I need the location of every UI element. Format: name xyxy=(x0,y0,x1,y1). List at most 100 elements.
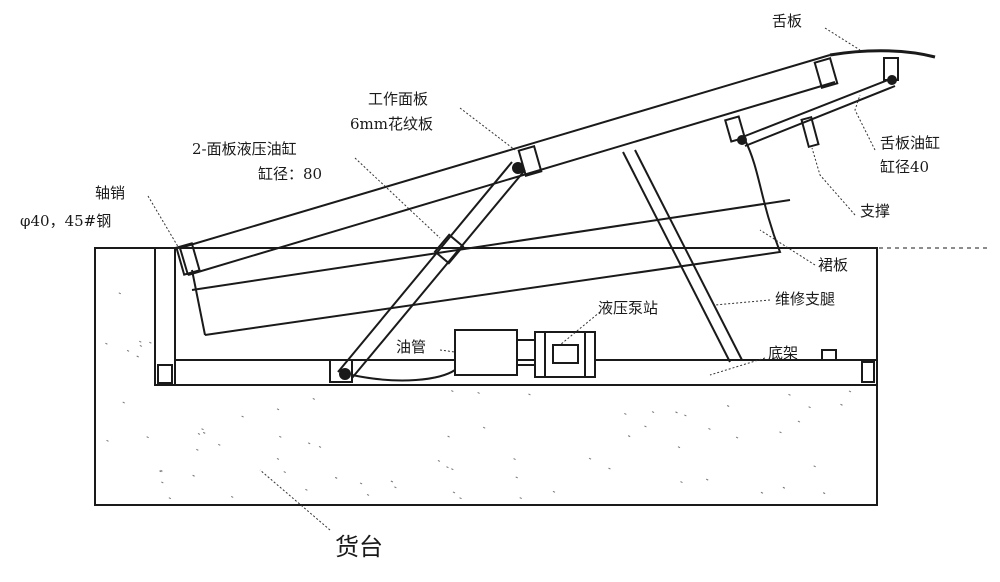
leader-lines xyxy=(147,27,876,531)
speckle xyxy=(627,435,631,438)
speckle xyxy=(202,431,206,434)
label-pivot-pin-spec: φ40，45#钢 xyxy=(20,212,112,230)
speckle xyxy=(312,397,316,400)
speckle xyxy=(735,436,739,439)
speckle xyxy=(705,478,709,481)
speckle xyxy=(519,497,522,499)
speckle xyxy=(161,481,164,484)
speckle xyxy=(513,458,516,460)
label-oil-pipe: 油管 xyxy=(396,338,427,356)
speckle xyxy=(305,488,308,491)
speckle xyxy=(459,497,462,500)
speckle xyxy=(437,459,441,462)
speckle xyxy=(136,355,139,358)
speckle xyxy=(197,433,201,435)
speckle xyxy=(334,476,338,479)
speckle xyxy=(677,446,681,449)
speckle xyxy=(760,491,764,494)
speckle xyxy=(452,491,456,494)
label-tongue-cylinder-bore: 缸径40 xyxy=(880,158,930,176)
speckle xyxy=(149,341,152,344)
label-support: 支撑 xyxy=(860,202,891,220)
speckle xyxy=(160,469,163,472)
speckle xyxy=(451,390,454,393)
speckle xyxy=(813,465,816,468)
support xyxy=(800,115,820,149)
speckle xyxy=(840,403,843,406)
speckle xyxy=(708,427,711,430)
speckle xyxy=(201,428,204,431)
label-maintenance-leg: 维修支腿 xyxy=(775,290,836,308)
speckle xyxy=(552,490,556,493)
label-loading-platform: 货台 xyxy=(335,533,383,561)
concrete-texture xyxy=(105,292,852,500)
oil-pipe xyxy=(351,369,456,382)
speckle xyxy=(105,342,108,345)
speckle xyxy=(644,425,647,428)
speckle xyxy=(126,349,130,352)
speckle xyxy=(624,413,627,415)
speckle xyxy=(675,411,678,414)
speckle xyxy=(159,470,162,473)
label-tongue-cylinder: 舌板油缸 xyxy=(880,134,941,152)
speckle xyxy=(366,494,370,496)
speckle xyxy=(528,393,531,396)
speckle xyxy=(146,436,149,439)
label-tongue-plate: 舌板 xyxy=(772,12,803,30)
speckle xyxy=(283,471,286,474)
hydraulic-pump-station xyxy=(454,329,596,378)
speckle xyxy=(447,435,450,438)
speckle xyxy=(515,476,518,479)
speckle xyxy=(684,414,687,417)
speckle xyxy=(276,408,280,411)
speckle xyxy=(118,292,122,295)
speckle xyxy=(608,467,611,470)
speckle xyxy=(588,457,592,460)
label-work-panel: 工作面板 xyxy=(368,90,429,108)
label-panel-cylinder: 2-面板液压油缸 xyxy=(192,140,297,158)
label-pivot-pin: 轴销 xyxy=(95,184,126,202)
speckle xyxy=(788,393,791,396)
speckle xyxy=(230,496,234,498)
tongue-plate xyxy=(829,49,936,59)
speckle xyxy=(848,390,852,393)
label-work-panel-spec: 6mm花纹板 xyxy=(350,115,433,133)
speckle xyxy=(307,442,311,445)
speckle xyxy=(139,340,142,343)
tongue-cylinder xyxy=(737,75,897,147)
speckle xyxy=(822,492,826,495)
speckle xyxy=(122,401,125,404)
speckle xyxy=(168,497,172,500)
speckle xyxy=(139,344,143,347)
speckle xyxy=(241,415,244,418)
speckle xyxy=(318,445,322,448)
speckle xyxy=(446,466,449,469)
speckle xyxy=(726,405,730,407)
label-pump-station: 液压泵站 xyxy=(598,299,659,317)
speckle xyxy=(797,420,801,423)
label-base-frame: 底架 xyxy=(768,344,799,362)
label-skirt-plate: 裙板 xyxy=(818,256,849,274)
speckle xyxy=(106,439,109,442)
label-panel-cylinder-bore: 缸径：80 xyxy=(258,165,323,183)
speckle xyxy=(390,480,394,483)
speckle xyxy=(359,482,363,485)
maintenance-leg xyxy=(622,149,743,363)
speckle xyxy=(218,443,221,446)
speckle xyxy=(482,426,486,429)
speckle xyxy=(477,391,480,394)
speckle xyxy=(276,458,280,460)
speckle xyxy=(808,406,811,409)
speckle xyxy=(394,486,397,489)
speckle xyxy=(651,411,655,414)
speckle xyxy=(192,474,195,477)
speckle xyxy=(451,468,454,471)
speckle xyxy=(779,431,782,434)
speckle xyxy=(196,448,199,451)
speckle xyxy=(680,481,683,483)
speckle xyxy=(279,435,282,438)
skirt-plate xyxy=(191,139,791,336)
speckle xyxy=(782,486,786,489)
panel-hydraulic-cylinder xyxy=(329,161,526,383)
